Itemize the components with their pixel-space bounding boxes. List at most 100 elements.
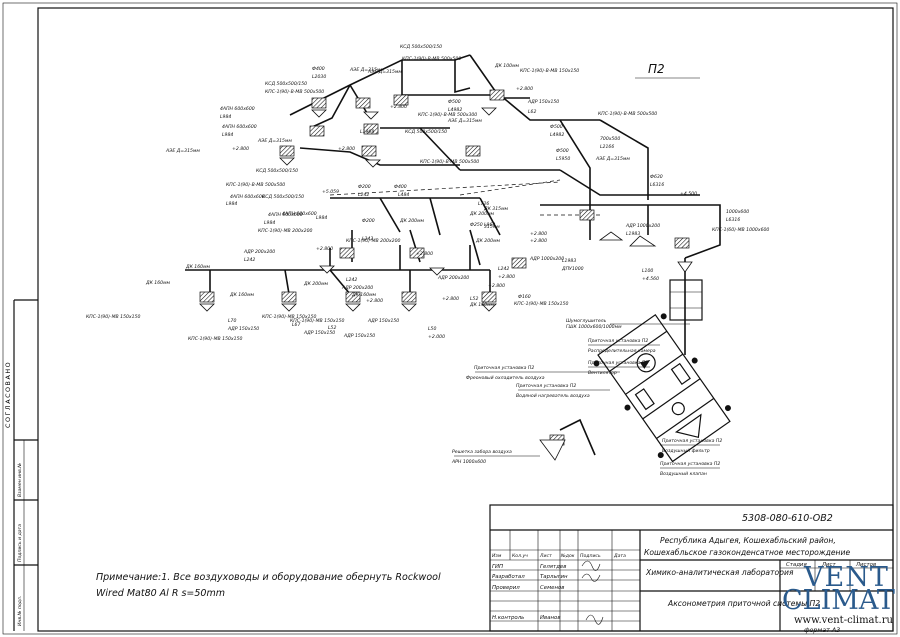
duct-network — [185, 54, 721, 355]
drawing-label: КСД 500х500/150 — [265, 81, 307, 87]
col-podpis: Подпись — [580, 553, 601, 559]
drawing-label: 4АПН 600х600 — [230, 194, 265, 200]
drawing-label: АЭЕ Д=315мм — [165, 148, 200, 154]
role-gip: ГИП — [492, 564, 503, 570]
document-code: 5308-080-610-ОВ2 — [742, 513, 833, 524]
drawing-label: L52 — [470, 296, 478, 302]
drawing-label: КПС-1(90)-В-МВ 150х150 — [520, 68, 579, 74]
col-ndoc: №док — [560, 553, 575, 559]
sheet-header: Лист — [821, 562, 837, 568]
sign-date-label: Подпись и дата — [17, 524, 23, 562]
stage-header: Стадия — [786, 562, 807, 568]
drawing-label: ДК 200мм — [475, 238, 501, 244]
name-gip: Гелятдев — [540, 564, 566, 570]
drawing-label: Ф500 — [448, 99, 461, 105]
sheet-title-line1: Аксонометрия приточной системы П2 — [667, 599, 820, 608]
drawing-label: L2166 — [600, 144, 614, 150]
drawing-label: Ф250 — [470, 222, 483, 228]
drawing-label: +2.800 — [232, 146, 249, 152]
system-label-box: П2 — [635, 62, 700, 79]
drawing-label: L242 — [244, 257, 255, 263]
drawing-label: L242 — [346, 277, 357, 283]
drawing-label: +2.000 — [428, 334, 445, 340]
drawing-label: АДР 200х200 — [341, 285, 373, 291]
drawing-label: КСД 500х500/150 — [400, 44, 442, 50]
drawing-label: +2.800 — [338, 146, 355, 152]
mixing-sub: Распределительная камера — [588, 348, 656, 354]
drawing-label: КПС-1(90)-МВ 200х200 — [346, 238, 400, 244]
drawing-label: +2.800 — [316, 246, 333, 252]
drawing-label: КПС-1(90)-МВ 150х150 — [514, 301, 568, 307]
drawing-label: L50 — [428, 326, 436, 332]
grille-sub: АРН 1000х600 — [451, 459, 486, 465]
drawing-label: L242 — [362, 236, 373, 242]
drawing-label: L67 — [292, 322, 300, 328]
drawing-label: L984 — [264, 220, 275, 226]
drawing-label: АДР 150х150 — [527, 99, 559, 105]
diffuser-cones — [199, 107, 657, 312]
drawing-label: Ф200 — [358, 184, 371, 190]
drawing-label: ДК 160мм — [469, 302, 495, 308]
drawing-label: КПС-1(90)-В-МВ 500х500 — [402, 56, 461, 62]
drawing-label: Ф400 — [394, 184, 407, 190]
system-label: П2 — [648, 62, 665, 76]
vent-climat-logo: VENT CLIMAT www.vent-climat.ru — [782, 562, 895, 626]
drawing-label: ДК 160мм — [145, 280, 171, 286]
heater-sub: Водяной нагреватель воздуха — [516, 393, 590, 399]
building-name: Химико-аналитическая лаборатория — [645, 568, 794, 577]
freon-sub: Фреоновый охладитель воздуха — [466, 375, 545, 381]
drawing-label: КСД 500х500/150 — [262, 194, 304, 200]
drawing-label: ДК 200мм — [469, 211, 495, 217]
note-line1: Примечание:1. Все воздуховоды и оборудов… — [96, 572, 441, 583]
drawing-label: L242 — [498, 266, 509, 272]
drawing-label: АДР 150х150 — [367, 318, 399, 324]
col-list: Лист — [539, 553, 552, 559]
silencer-label: Шумоглушитель — [566, 318, 607, 324]
drawing-label: АДР 200х200 — [243, 249, 275, 255]
drawing-label: КПС-1(90)-МВ 200х200 — [258, 228, 312, 234]
role-developer: Разработал — [492, 574, 525, 580]
drawing-label: АЭЕ Д=315мм — [257, 138, 292, 144]
drawing-label: ДК 100мм — [494, 63, 520, 69]
silencer-spec: ГШК 1000х600/1000мм — [566, 324, 622, 330]
drawing-label: Ф630 — [650, 174, 663, 180]
drawing-label: АДР 200х200 — [437, 275, 469, 281]
side-approval-strip: СОГЛАСОВАНО Взамен инв.№ Подпись и дата … — [4, 299, 38, 631]
drawing-label: КПС-1(90)-МВ 150х150 — [290, 318, 344, 324]
stamp-rows: ГИП Гелятдев Разработал Тарлыгин Провери… — [492, 564, 568, 621]
project-location: Республика Адыгея, Кошехабльский район, — [660, 536, 836, 545]
drawing-label: КПС-1(60)-МВ 1000х600 — [712, 227, 769, 233]
logo-vent: VENT — [803, 562, 889, 593]
fan-sub: Вентилятор — [588, 370, 617, 376]
drawing-label: +2.800 — [498, 274, 515, 280]
drawing-label: КПС-1(90)-В-МВ 500х500 — [420, 159, 479, 165]
intake-grille — [539, 418, 596, 461]
drawing-label: L62 — [528, 109, 536, 115]
drawing-label: Ф400 — [312, 66, 325, 72]
drawing-label: L242 — [358, 192, 369, 198]
drawing-label: L984 — [226, 201, 237, 207]
drawing-label: ДК 160мм — [351, 292, 377, 298]
drawing-label: КПС-1(90)-МВ 150х150 — [86, 314, 140, 320]
drawing-label: 700х500 — [600, 136, 620, 142]
valve-sub: Воздушный клапан — [660, 471, 707, 477]
drawing-label: ДК 200мм — [399, 218, 425, 224]
drawing-label: Ф160 — [518, 294, 531, 300]
drawing-label: L984 — [220, 114, 231, 120]
logo-url: www.vent-climat.ru — [794, 615, 893, 626]
drawing-label: +2.800 — [442, 296, 459, 302]
drawing-label: +4.500 — [680, 191, 697, 197]
drawing-label: +4.560 — [642, 276, 659, 282]
filter-label: Приточная установка П2 — [662, 438, 722, 444]
col-koluch: Кол.уч — [512, 553, 528, 559]
building-name-line1: Химико-аналитическая лаборатория — [645, 568, 794, 577]
drawing-label: L4982 — [550, 132, 564, 138]
drawing-label: АЭЕ Д=315мм — [367, 69, 402, 75]
drawing-label: L984 — [316, 215, 327, 221]
drawing-label: +2.800 — [516, 86, 533, 92]
drawing-label: ДК 160мм — [185, 264, 211, 270]
drawing-label: 315мм — [484, 224, 500, 230]
